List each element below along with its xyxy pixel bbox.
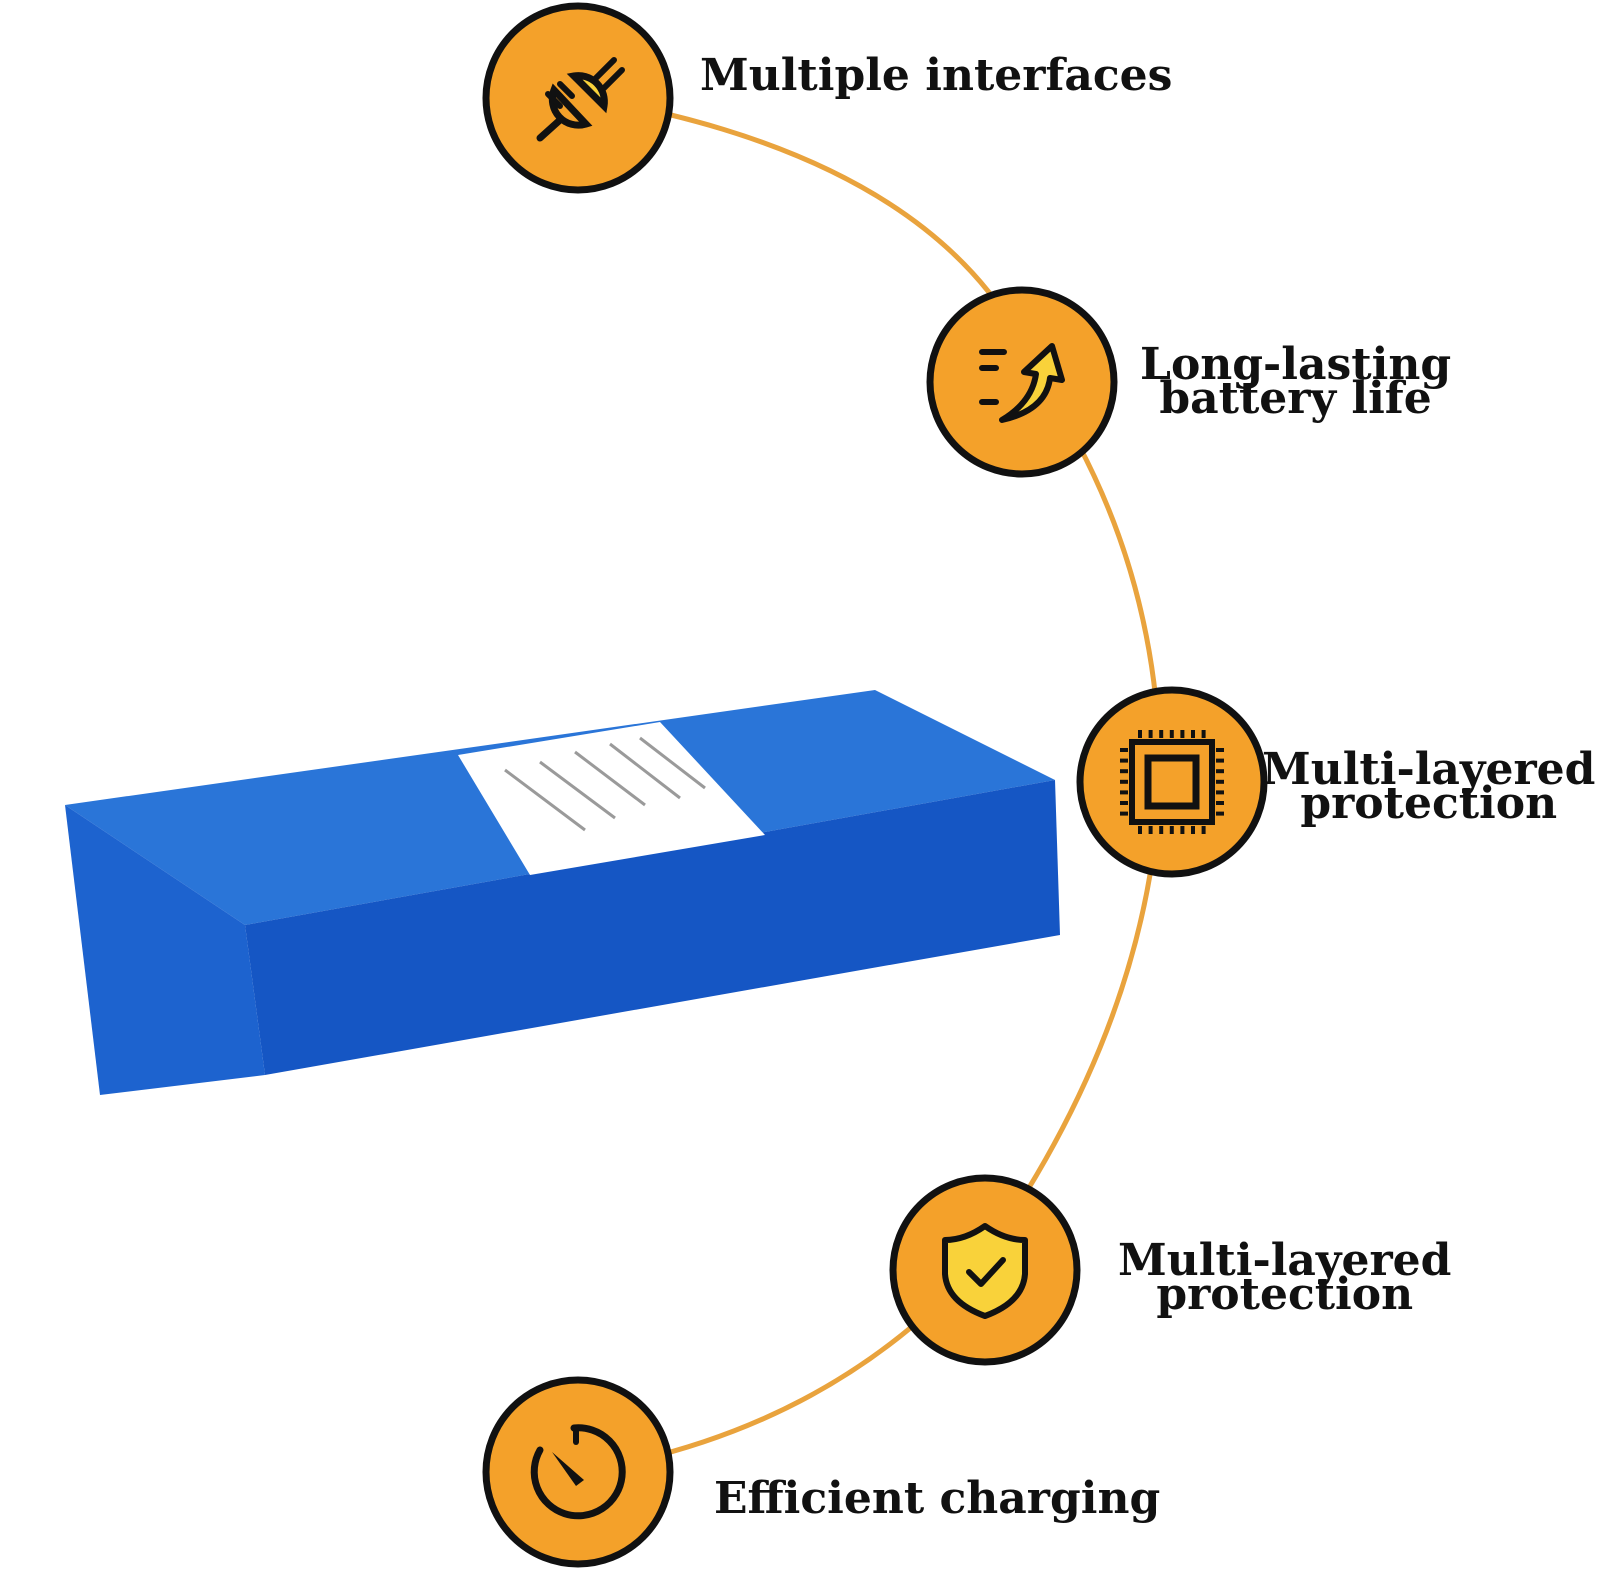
feature-label-line: Multiple interfaces [700, 50, 1173, 101]
feature-node-circle [482, 1376, 674, 1568]
label-print-lines [504, 736, 706, 832]
feature-node [482, 2, 674, 194]
feature-label-line: protection [1156, 1269, 1414, 1321]
plug-icon [536, 57, 625, 142]
feature-node [926, 286, 1118, 478]
feature-node [1076, 686, 1268, 878]
shield-check-icon [942, 1223, 1028, 1319]
battery-label-sticker [458, 722, 765, 875]
feature-node-circle [926, 286, 1118, 478]
feature-label-line: Efficient charging [714, 1473, 1161, 1524]
feature-label-line: Multi-layered [1262, 744, 1596, 795]
feature-node-circle [482, 2, 674, 194]
timer-icon [530, 1424, 626, 1520]
feature-label-line: Long-lasting [1140, 339, 1452, 390]
lightning-arrow-icon [979, 343, 1065, 423]
feature-label-long-lasting: Long-lasting battery life [1140, 339, 1452, 425]
feature-label-multiple-interfaces: Multiple interfaces [700, 54, 1172, 98]
feature-node-circle [1076, 686, 1268, 878]
feature-label-efficient-charging: Efficient charging [714, 1477, 1160, 1521]
feature-label-line: Multi-layered [1118, 1235, 1452, 1286]
battery-pack [65, 690, 1060, 1095]
battery-side-face [245, 780, 1060, 1075]
feature-label-multi-layered-chip: Multi-layered protection [1262, 744, 1596, 830]
feature-node [889, 1174, 1081, 1366]
battery-front-face [65, 805, 265, 1095]
feature-label-multi-layered-shield: Multi-layered protection [1118, 1235, 1452, 1321]
feature-node [482, 1376, 674, 1568]
feature-label-line: protection [1300, 778, 1558, 830]
chip-icon [1120, 730, 1224, 834]
feature-label-line: battery life [1159, 373, 1432, 425]
